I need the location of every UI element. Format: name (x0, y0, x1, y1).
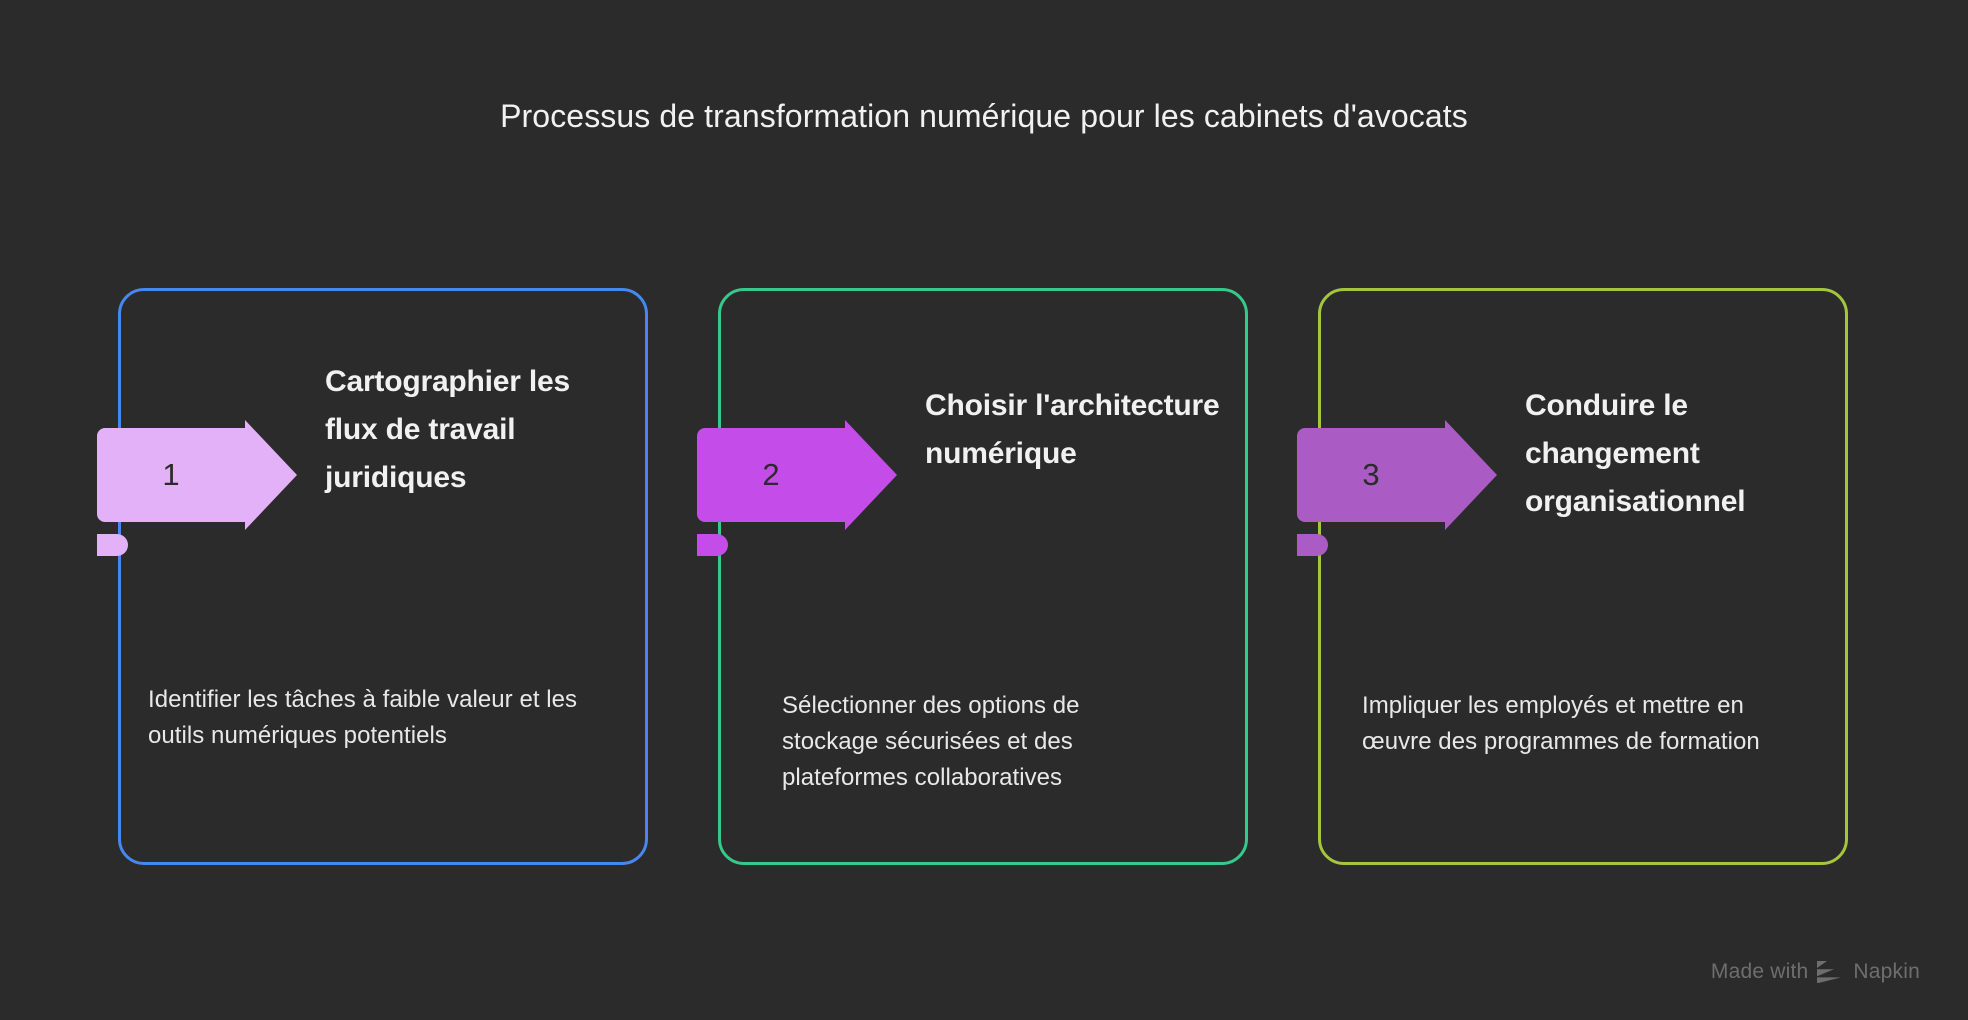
step-card-1[interactable] (118, 288, 648, 865)
step-card-2[interactable] (718, 288, 1248, 865)
step-arrow-2[interactable]: 2 (697, 420, 907, 565)
arrow-right-icon (697, 420, 897, 556)
made-with-label: Made with (1710, 960, 1809, 983)
arrow-right-icon (97, 420, 297, 556)
step-card-3[interactable] (1318, 288, 1848, 865)
napkin-watermark[interactable]: Made with Napkin (1711, 960, 1920, 984)
napkin-logo-icon (1817, 961, 1842, 983)
page-title: Processus de transformation numérique po… (500, 98, 1468, 134)
step-description-1: Identifier les tâches à faible valeur et… (148, 686, 578, 749)
napkin-brand-label: Napkin (1853, 960, 1920, 983)
step-heading-3: Conduire le changement organisationnel (1525, 389, 1746, 518)
step-arrow-3[interactable]: 3 (1297, 420, 1507, 565)
step-description-3: Impliquer les employés et mettre en œuvr… (1362, 692, 1760, 755)
step-arrow-1[interactable]: 1 (97, 420, 307, 565)
arrow-right-icon (1297, 420, 1497, 556)
step-description-2: Sélectionner des options de stockage séc… (782, 692, 1080, 791)
step-heading-2: Choisir l'architecture numérique (925, 389, 1220, 470)
step-heading-1: Cartographier les flux de travail juridi… (325, 365, 571, 494)
